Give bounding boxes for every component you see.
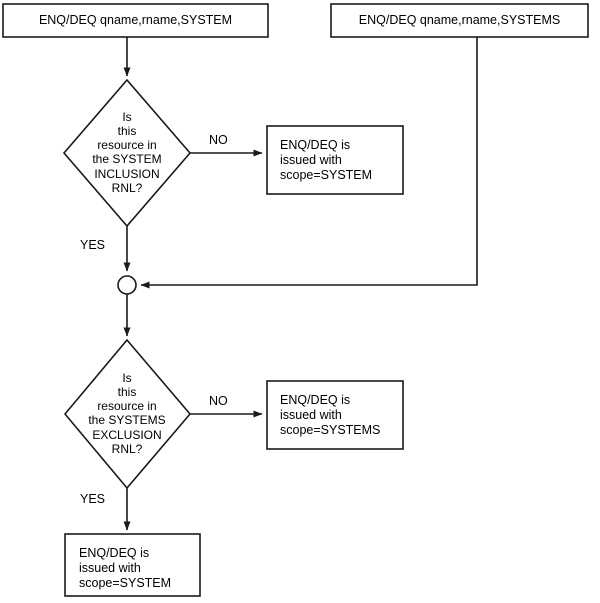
result-final-yes-box — [64, 533, 201, 597]
result-exclusion-no-label: ENQ/DEQ is issued with scope=SYSTEMS — [280, 393, 381, 437]
start-system-label: ENQ/DEQ qname,rname,SYSTEM — [38, 13, 233, 27]
start-system-box — [2, 3, 269, 38]
edge-label-inclusion-yes: YES — [80, 238, 106, 252]
edge-label-inclusion-no: NO — [209, 133, 228, 147]
start-systems-label: ENQ/DEQ qname,rname,SYSTEMS — [358, 13, 561, 27]
result-final-yes-label: ENQ/DEQ is issued with scope=SYSTEM — [79, 546, 172, 590]
edge-label-exclusion-no: NO — [209, 394, 228, 408]
result-exclusion-no-box — [266, 380, 404, 450]
start-systems-box — [330, 3, 589, 38]
junction-circle — [117, 275, 137, 295]
connector-systems-to-junction — [140, 37, 478, 289]
result-inclusion-no-box — [266, 125, 404, 195]
decision-inclusion-label: Is this resource in the SYSTEM INCLUSION… — [92, 110, 162, 195]
decision-exclusion-label: Is this resource in the SYSTEMS EXCLUSIO… — [88, 371, 166, 456]
edge-label-exclusion-yes: YES — [80, 492, 106, 506]
result-inclusion-no-label: ENQ/DEQ is issued with scope=SYSTEM — [280, 138, 373, 182]
